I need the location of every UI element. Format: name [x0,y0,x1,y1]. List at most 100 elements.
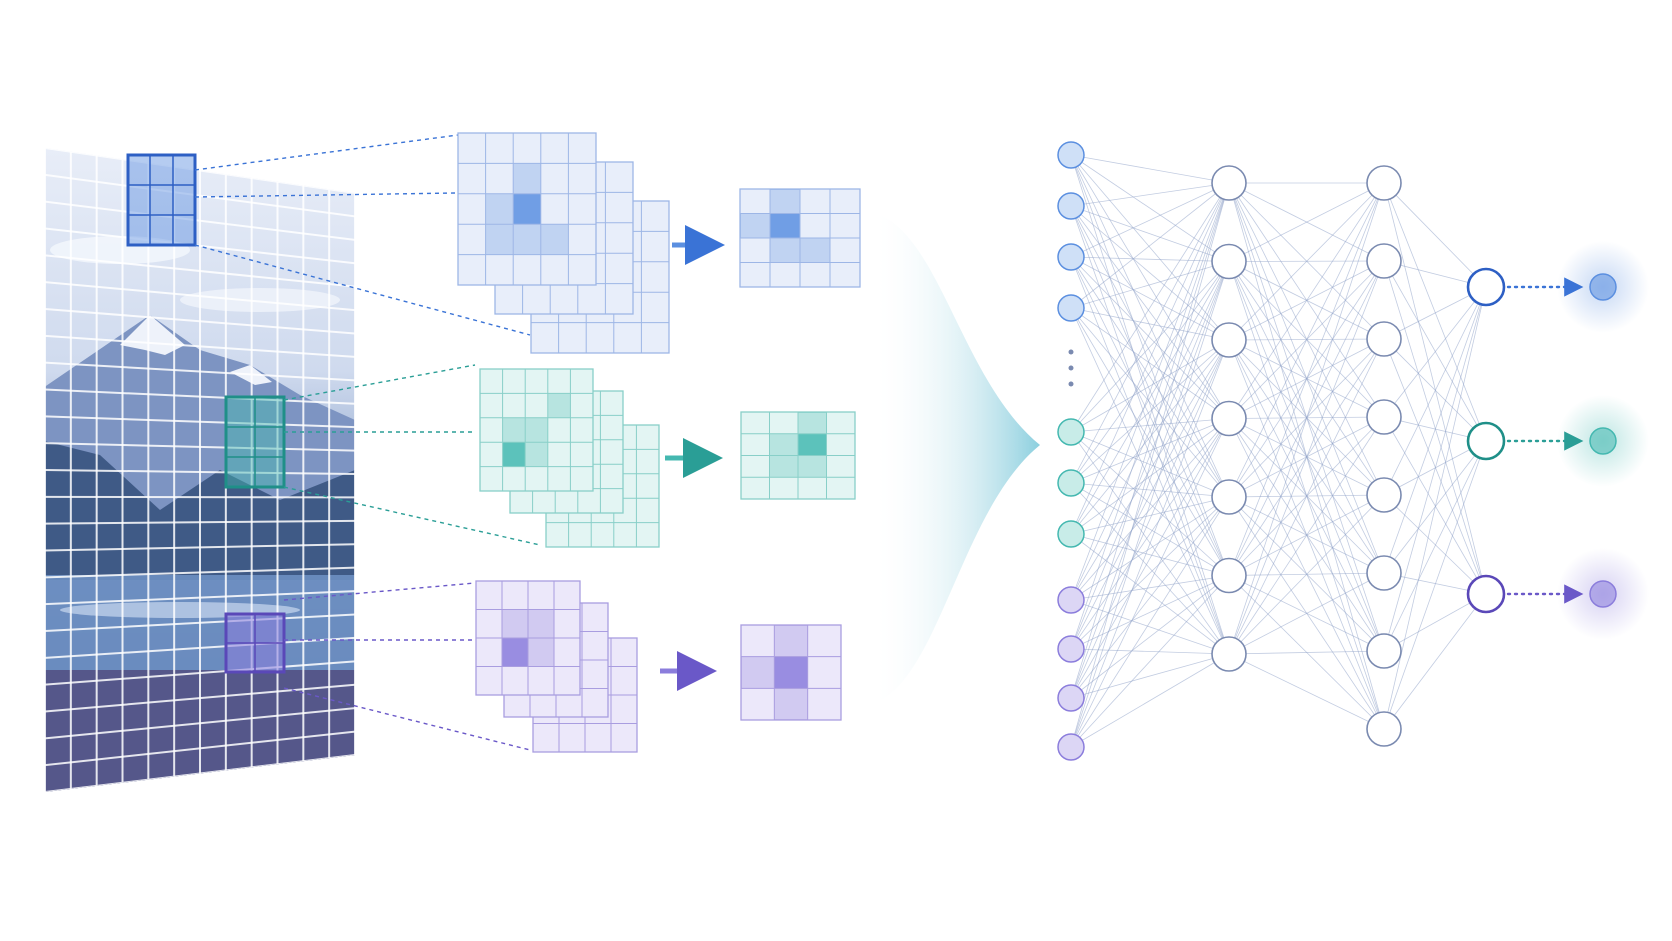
connection-line [1070,261,1230,699]
connection-line [1070,339,1230,535]
connection-line [1070,418,1230,535]
grid-line [45,683,355,713]
grid-line [45,707,355,740]
connection-line [1228,260,1385,655]
grid-line [45,590,355,606]
connection-line [1070,261,1230,484]
connection-line [1383,260,1487,442]
output-node [1466,267,1506,307]
connection-line [1383,182,1487,288]
hidden-node [1211,400,1247,437]
connection-line [1383,494,1487,595]
class-output-node [1589,580,1617,608]
grid-line [45,636,355,659]
connection-line [1383,286,1487,652]
connection-line [1070,496,1230,699]
grid-line [45,613,355,632]
connection-line [1383,286,1487,574]
connection-line [1070,154,1230,341]
grid-line [45,495,355,499]
connection-line [1070,653,1230,748]
connection-line [1070,496,1230,748]
connection-line [1070,182,1230,650]
connection-line [1070,339,1230,748]
highlight-cell [540,224,569,255]
connection-line [1383,416,1487,595]
connection-line [1070,575,1230,699]
connection-line [1070,154,1230,262]
blue-branch-pooled-map [739,188,861,288]
highlight-cell [798,433,827,456]
cloud-shape [180,288,340,312]
connection-line [1070,182,1230,207]
grid-line [45,308,355,335]
connection-line [1383,182,1487,442]
image-pixel-grid [45,148,355,792]
connection-line [1228,182,1385,419]
connection-line [1228,182,1385,655]
connection-line [1383,593,1487,730]
connection-line [1070,482,1230,576]
highlight-cell [525,417,548,443]
projection-lines [194,134,541,751]
connection-line [1070,182,1230,484]
class-output-node [1589,273,1617,301]
connection-line [1070,339,1230,601]
connection-line [1070,418,1230,601]
grid-line [45,730,355,767]
hidden-node [1366,477,1402,513]
connection-line [1070,182,1230,748]
highlight-cell [525,442,548,467]
connection-line [1070,261,1230,650]
projection-line-blue [194,244,531,336]
input-node [1057,586,1085,614]
grid-line [45,200,355,241]
class-output-node [1589,427,1617,455]
connection-line [1070,339,1230,433]
highlight-cell [485,224,514,255]
connection-line [1228,494,1385,655]
purple-branch-pooled-map [740,624,842,721]
output-node [1466,574,1506,614]
connection-line [1070,575,1230,650]
highlight-cell [774,625,808,657]
hidden-node [1211,557,1247,594]
connection-line [1070,339,1230,484]
highlight-cell [769,455,798,478]
connection-line [1070,533,1230,655]
flatten-funnel [872,212,1040,705]
connection-line [1228,182,1385,576]
grid-line [45,469,355,475]
grid-line [45,334,355,358]
pooling-arrows [660,225,725,691]
cloud-shape [50,236,190,264]
connection-line [1070,599,1230,655]
ellipsis-dot [1068,365,1074,371]
connection-line [1383,338,1487,442]
connection-line [1070,182,1230,258]
projection-line-blue [194,134,459,171]
highlight-cell [770,238,800,263]
connection-line [1070,482,1230,655]
connection-line [1228,650,1385,655]
connection-line [1070,418,1230,748]
connection-line [1383,286,1487,730]
grid-line [45,148,355,194]
connection-line [1070,154,1230,184]
highlight-cell [774,656,808,689]
grid-line [45,442,355,452]
grid-line [45,519,355,525]
connection-line [1070,496,1230,535]
input-node [1057,243,1085,271]
teal-branch-feature-map-front-frame [479,368,594,492]
connection-line [1070,648,1230,655]
highlight-cell [485,193,514,225]
feature-map-stacks [457,132,670,753]
connection-line [1070,418,1230,650]
highlight-cell [741,656,775,689]
hidden-node [1366,399,1402,435]
hidden-node [1211,322,1247,358]
output-node [1466,421,1506,461]
teal-branch-pooled-map [740,411,856,500]
